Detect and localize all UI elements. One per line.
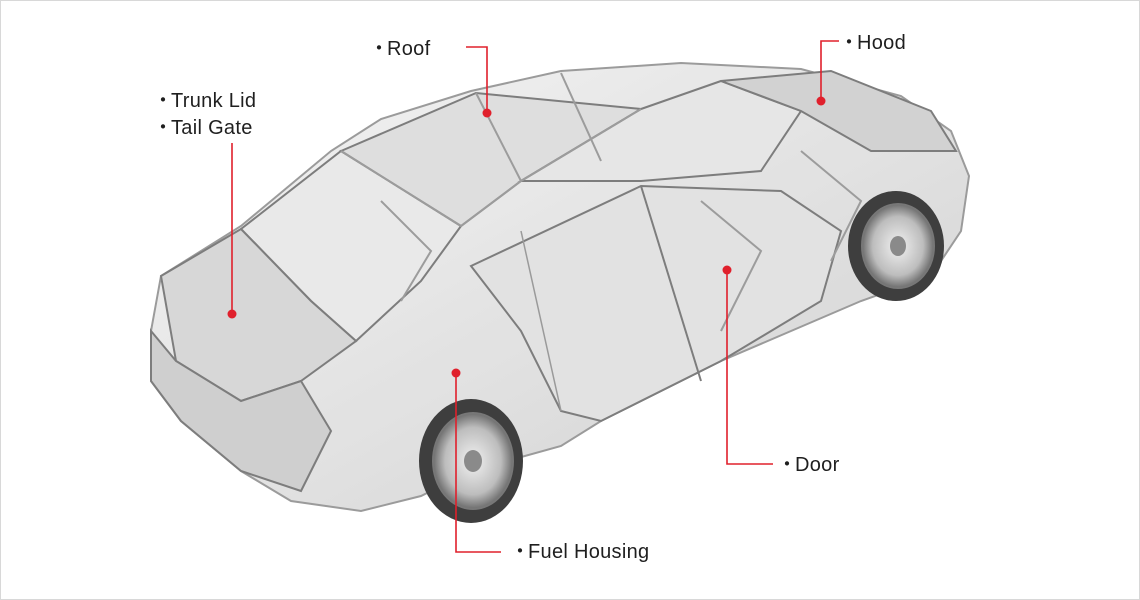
rear-bumper [150,328,333,493]
label-roof: ・Roof [369,38,431,60]
hood-panel [720,69,958,152]
roof-leader [466,46,488,113]
label-trunk-lid: ・Trunk Lid [153,90,257,112]
frame-struts [340,72,863,332]
door-panels [469,184,843,423]
label-door: ・Door [777,454,840,476]
callout-lines [231,40,839,553]
label-hood: ・Hood [839,32,907,54]
label-tail-gate: ・Tail Gate [153,117,253,139]
trunk-dot [227,309,237,319]
hood-leader [820,40,839,101]
roof-dot [482,108,492,118]
fuel-dot [451,368,461,378]
callout-dots [227,96,826,378]
hood-dot [816,96,826,106]
fuel-leader [455,373,501,553]
label-fuel-housing: ・Fuel Housing [510,541,650,563]
rear-wheel [419,399,523,523]
door-dot [722,265,732,275]
door-leader [726,270,773,465]
front-wheel [848,191,944,301]
